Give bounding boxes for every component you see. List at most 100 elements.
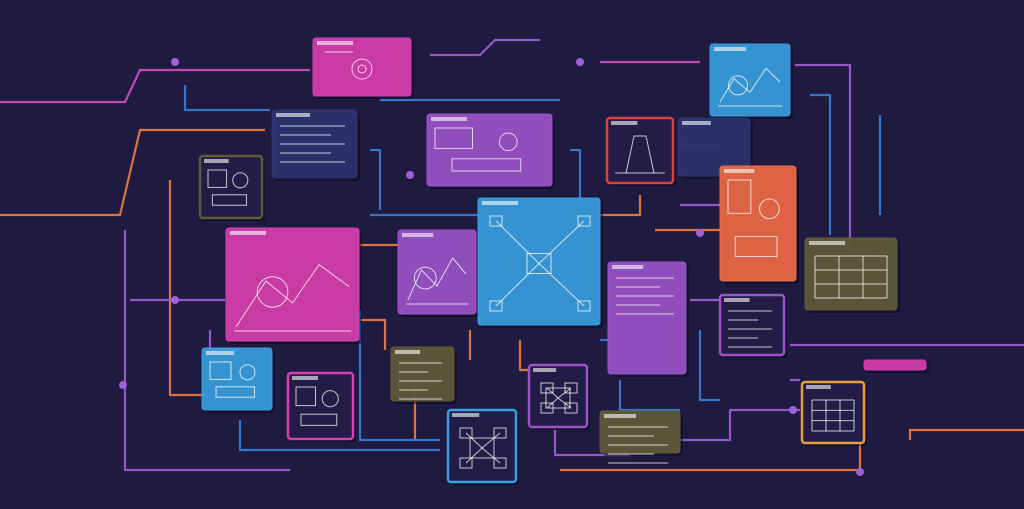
connector-line-31: [238, 420, 440, 452]
panel-title-bar: [682, 121, 711, 125]
connector-line-3: [123, 230, 290, 472]
panel-olive-grid: [804, 237, 900, 313]
panel-title-bar: [402, 233, 434, 237]
panel-frame: [800, 380, 866, 445]
shape-circle: [498, 132, 518, 152]
diagram-link: [495, 220, 540, 264]
panel-frame: [709, 43, 791, 117]
panel-frame: [446, 408, 518, 484]
panel-title-bar: [395, 350, 421, 354]
panel-navy-list: [271, 109, 360, 181]
connector-line-22: [698, 330, 720, 402]
shape-bar: [451, 158, 522, 172]
panel-title-bar: [806, 385, 831, 389]
panel-blue-outline-bottom: [446, 408, 519, 485]
connector-line-34: [618, 380, 680, 412]
diagram-link: [557, 387, 572, 399]
panel-olive-bottom-small: [599, 410, 683, 464]
diagram-link: [546, 387, 559, 399]
connector-line-33: [360, 318, 387, 350]
panel-title-bar: [611, 121, 638, 125]
connector-node-1: [171, 58, 179, 66]
connector-line-19: [570, 148, 582, 200]
diagram-node: [564, 402, 578, 414]
panel-top-magenta: [312, 37, 414, 99]
panel-title-bar: [604, 414, 636, 418]
tower-outline: [625, 135, 655, 174]
diagram-node: [459, 427, 473, 439]
connector-line-25: [680, 408, 800, 442]
chart-circle: [256, 276, 289, 308]
panel-frame: [677, 117, 751, 177]
diagram-center: [526, 253, 552, 274]
panel-title-bar: [317, 41, 353, 45]
panel-dark-small: [677, 117, 753, 179]
shape-circle: [239, 364, 256, 381]
diagram-link: [546, 397, 559, 409]
diagram-center: [545, 387, 571, 409]
diagram-node: [577, 215, 591, 227]
panel-frame: [804, 237, 898, 311]
diagram-node: [489, 215, 503, 227]
panel-purple-doc: [607, 261, 689, 377]
panel-blue-center: [477, 197, 603, 328]
diagram-node: [493, 427, 507, 439]
connector-line-2: [0, 128, 265, 217]
diagram-link: [538, 220, 585, 264]
panel-frame: [863, 359, 927, 371]
connector-node-6: [696, 229, 704, 237]
panel-frame: [599, 410, 681, 454]
diagram-node: [493, 457, 507, 469]
diagram-node: [459, 457, 473, 469]
connector-line-5: [183, 85, 270, 112]
shape-bar: [215, 386, 255, 398]
diagram-node: [540, 382, 554, 394]
connector-node-5: [406, 171, 414, 179]
panel-brown-icons: [198, 154, 265, 221]
panel-frame: [605, 116, 675, 185]
diagram-link: [538, 263, 585, 307]
panel-title-bar: [714, 47, 746, 51]
panel-title-bar: [724, 169, 755, 173]
diagram-link: [481, 447, 501, 464]
panel-purple-outline-bottom: [527, 363, 590, 430]
diagram-link: [465, 447, 483, 464]
shape-circle: [759, 198, 780, 220]
panel-frame: [718, 293, 786, 357]
shape-bar: [211, 194, 247, 206]
connector-line-18: [600, 195, 642, 217]
diagram-link: [557, 397, 572, 409]
chart-circle: [727, 75, 749, 96]
chart-circle: [413, 266, 437, 290]
connector-line-24: [908, 428, 1024, 440]
chart-line: [407, 257, 467, 301]
connector-node-2: [576, 58, 584, 66]
connector-node-8: [789, 406, 797, 414]
panel-frame: [312, 37, 412, 97]
panel-gray-purple: [397, 229, 479, 317]
connector-line-7: [430, 38, 540, 57]
diagram-node: [577, 300, 591, 312]
panel-title-bar: [612, 265, 644, 269]
panel-frame: [397, 229, 477, 315]
panel-orange-icons: [719, 165, 799, 284]
connector-node-3: [119, 381, 127, 389]
panel-title-bar: [452, 413, 480, 417]
panel-frame: [426, 113, 553, 187]
shape-box: [209, 361, 232, 380]
shape-box: [434, 127, 473, 149]
connector-node-4: [171, 296, 179, 304]
connector-node-7: [856, 468, 864, 476]
connector-line-15: [370, 148, 382, 210]
shape-circle: [232, 172, 249, 189]
diagram-node: [489, 300, 503, 312]
panel-title-bar: [230, 231, 266, 235]
shape-box: [295, 386, 316, 407]
connector-line-4: [168, 180, 210, 397]
shape-box: [207, 169, 228, 188]
panel-frame: [527, 363, 589, 429]
panel-frame: [390, 346, 455, 402]
panel-olive-yellow-text: [390, 346, 457, 404]
